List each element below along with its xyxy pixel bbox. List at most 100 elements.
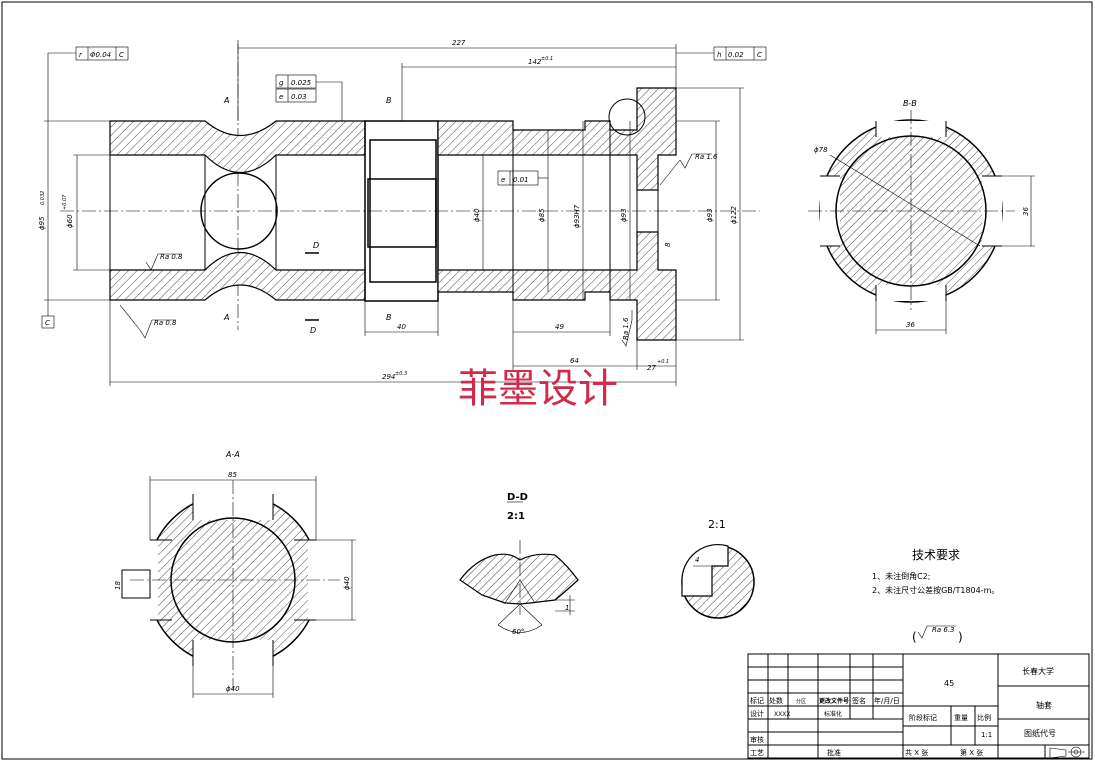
tb-scale: 1:1 [981,731,992,739]
left-wall-top [109,120,366,174]
tb-design: 设计 [750,709,764,718]
tb-total: 共 X 张 [905,748,928,757]
dim-40: 40 [397,323,406,331]
tb-process: 工艺 [750,749,764,757]
svg-text:0.03: 0.03 [291,93,307,101]
tb-stage: 阶段标记 [909,713,937,722]
tech-ra: Ra 6.3 [932,626,955,634]
tb-review: 审核 [750,735,764,744]
detail-2-1: 2:1 4 [681,518,755,619]
dim-49: 49 [555,323,564,331]
svg-text:0.032: 0.032 [40,191,46,205]
roughness-symbol-4: Ra 1.6 [621,310,633,347]
right-wall-bottom [437,231,677,341]
svg-text:C: C [119,51,124,59]
gtol-frame-e2: e 0.01 [497,170,548,186]
svg-text:0.025: 0.025 [291,79,312,87]
section-bb-title: B-B [903,99,917,108]
svg-text:Ra 0.8: Ra 0.8 [154,319,177,327]
tb-sheet: 第 X 张 [960,748,983,757]
tb-approve: 批准 [827,748,841,757]
tb-h-date: 年/月/日 [874,696,900,705]
bb-w-bottom: 36 [906,321,915,329]
dd-depth: 1 [565,604,569,612]
dim-227: 227 [452,39,466,47]
svg-text:Φ0.04: Φ0.04 [90,51,111,59]
tb-weight: 重量 [954,714,968,722]
dim-8: 8 [664,242,672,247]
dd-title: D-D [507,492,528,503]
dim-d85: ϕ85 [538,208,546,222]
gtol-frame-g: g 0.025 [275,74,317,89]
section-label-d-bottom: D [310,326,316,335]
svg-text:±0.3: ±0.3 [395,371,407,377]
dim-d93: ϕ93 [620,208,628,222]
section-aa: A-A 85 ϕ40 ϕ40 18 [114,450,356,698]
dim-d93b: ϕ93 [706,208,714,222]
svg-text:e: e [279,93,283,101]
svg-text:+0.07: +0.07 [62,194,68,210]
tech-title: 技术要求 [912,548,960,562]
svg-text:g: g [279,79,284,87]
dim-294: 294 [382,373,395,381]
svg-text:): ) [958,630,963,644]
dim-142-tol: ±0.1 [541,56,553,62]
detail-dd: D-D 2:1 60° 1 [459,492,579,636]
roughness-symbol-3: Ra 0.8 [119,304,177,339]
watermark: 菲墨设计 [458,366,618,412]
tb-h-zone: 分区 [796,698,806,705]
section-label-b-bottom: B [386,313,392,322]
left-wall-bottom [109,251,366,301]
cross-hole [200,172,278,250]
dd-angle: 60° [512,628,524,636]
right-wall-top [437,87,677,191]
section-aa-title: A-A [225,450,240,459]
svg-text:0.01: 0.01 [513,176,529,184]
section-label-b-top: B [386,96,392,105]
svg-text:h: h [717,51,721,59]
dim-d93h7: ϕ93H7 [573,204,581,228]
svg-text:Ra 1.6: Ra 1.6 [622,317,630,340]
svg-text:r: r [79,51,83,59]
detail-circle [608,98,646,136]
svg-text:Ra 0.8: Ra 0.8 [160,253,183,261]
datum-c: C [41,300,55,329]
aa-dim-left: 18 [114,581,122,590]
roughness-symbol-1: Ra 1.6 [659,153,718,186]
svg-text:(: ( [912,630,917,644]
dim-27: 27 [647,364,656,372]
tech-item-2: 2、未注尺寸公差按GB/T1804-m。 [872,585,999,595]
tb-h-qty: 处数 [769,696,783,705]
svg-text:0.02: 0.02 [728,51,744,59]
tb-h-doc: 更改文件号 [819,697,849,705]
aa-dim-bottom: ϕ40 [226,685,240,693]
section-label-a-bottom: A [223,313,229,322]
dim-d95: ϕ95 [38,216,46,230]
roughness-symbol-2: Ra 0.8 [145,253,183,271]
dim-d60: ϕ60 [66,214,74,228]
main-view: 227 142 ±0.1 ϕ95 0.032 ϕ60 +0.07 ϕ40 ϕ85… [38,39,767,386]
dim-d122: ϕ122 [730,205,738,224]
svg-text:C: C [45,319,50,327]
detail2-scale: 2:1 [708,518,726,531]
dd-scale: 2:1 [507,511,525,522]
aa-dim-top: 85 [228,471,237,479]
section-label-d-top: D [313,241,319,250]
section-bb: B-B ϕ78 36 36 [808,99,1035,334]
tb-drawing-code: 图纸代号 [1024,728,1056,738]
svg-text:Ra 1.6: Ra 1.6 [695,153,718,161]
slot-window [367,178,437,248]
bb-dia: ϕ78 [814,146,828,154]
gtol-frame-r: r Φ0.04 C [47,46,129,121]
gtol-frame-e1: e 0.03 [275,81,343,121]
tech-item-1: 1、未注倒角C2; [872,571,930,581]
bb-w-right: 36 [1022,207,1030,216]
svg-text:C: C [757,51,762,59]
section-label-a-top: A [223,96,229,105]
detail2-dim: 4 [695,556,699,564]
aa-dim-right: ϕ40 [343,576,351,590]
dim-64: 64 [570,357,579,365]
svg-text:+0.1: +0.1 [657,359,669,365]
